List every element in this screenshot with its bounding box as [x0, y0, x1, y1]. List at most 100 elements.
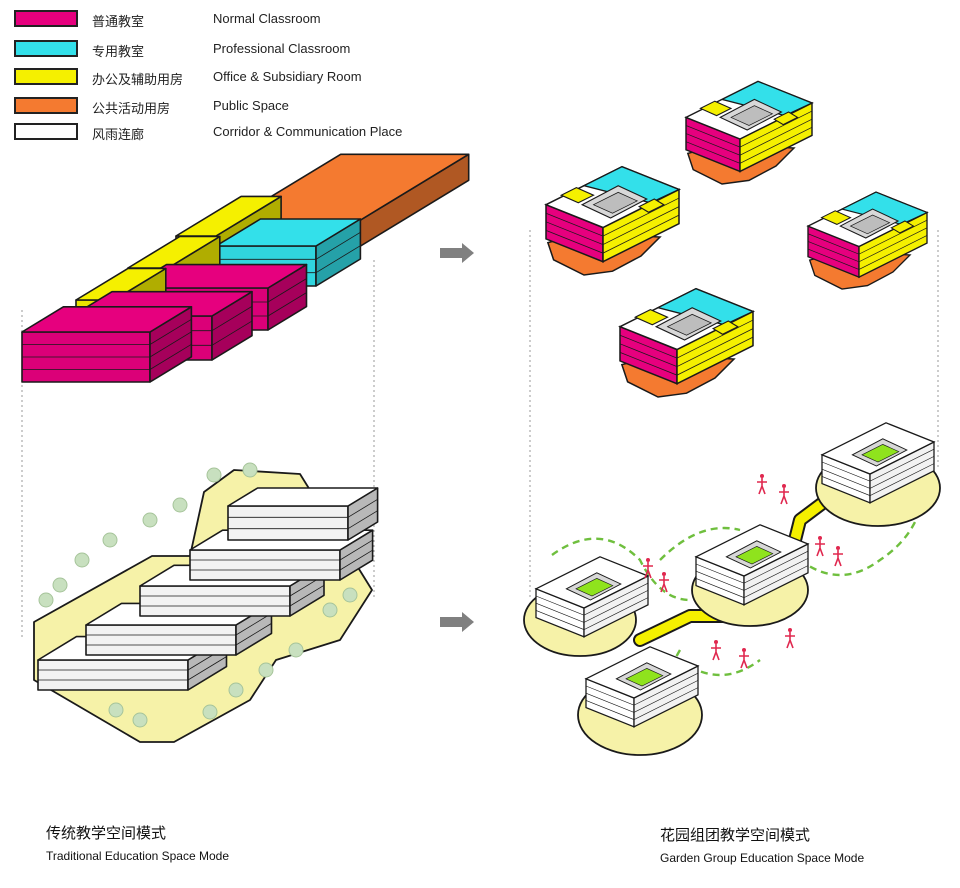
building-bar	[227, 487, 379, 541]
legend-item-corridor: 风雨连廊 Corridor & Communication Place	[14, 121, 454, 143]
legend-swatch	[14, 123, 78, 140]
office-wing	[699, 100, 733, 117]
traditional-program-massing	[21, 153, 470, 383]
caption-traditional-cn: 传统教学空间模式	[46, 824, 167, 842]
floor-line	[545, 206, 680, 246]
tree-icon	[38, 592, 54, 608]
courtyard-cluster	[694, 524, 810, 606]
garden-program-clusters	[544, 80, 929, 398]
floor-line	[535, 597, 649, 630]
tree-icon	[228, 682, 244, 698]
block-front-face	[37, 659, 189, 691]
floor-line	[807, 219, 928, 255]
person-head	[836, 546, 840, 550]
person-icon	[643, 562, 653, 579]
legend-item-normal-classroom: 普通教室 Normal Classroom	[14, 8, 454, 30]
legend-label-cn: 办公及辅助用房	[92, 73, 184, 88]
person-icon	[659, 576, 669, 593]
courtyard-floor	[730, 105, 774, 126]
floor-line	[821, 456, 935, 489]
courtyard-cluster	[820, 422, 936, 504]
floor-line	[695, 550, 809, 584]
garden-path	[551, 537, 691, 602]
block-front-face	[227, 505, 349, 541]
arrow-right-icon	[440, 612, 474, 632]
person-icon	[833, 550, 843, 567]
floor-line	[149, 343, 192, 370]
office-wing	[773, 111, 799, 126]
floor-line	[685, 118, 813, 156]
tree-icon	[142, 512, 158, 528]
floor-line	[695, 565, 809, 598]
floor-line	[619, 328, 754, 368]
block-top-face	[227, 487, 379, 507]
floor-line	[315, 231, 361, 260]
legend-swatch	[14, 68, 78, 85]
floor-line	[685, 126, 813, 164]
tree-icon	[258, 662, 274, 678]
tree-icon	[202, 704, 218, 720]
person-icon	[779, 488, 789, 505]
courtyard-floor	[666, 313, 713, 336]
floor-line	[821, 448, 935, 482]
office-wing	[559, 186, 595, 204]
garden-site-clusters	[523, 422, 941, 756]
block-front-face	[85, 624, 237, 656]
person-head	[742, 648, 746, 652]
courtyard-floor	[625, 668, 664, 687]
person-icon	[757, 478, 767, 495]
office-wing	[890, 220, 915, 234]
floor-line	[267, 278, 307, 303]
floor-line	[211, 320, 253, 346]
courtyard-cluster	[618, 287, 755, 398]
person-icon	[739, 652, 749, 669]
legend-label-cn: 风雨连廊	[92, 128, 145, 143]
person-icon	[711, 644, 721, 661]
person-icon	[815, 540, 825, 557]
floor-line	[235, 623, 272, 646]
person-head	[818, 536, 822, 540]
legend-item-public-space: 公共活动用房 Public Space	[14, 95, 454, 117]
courtyard-floor	[592, 191, 639, 214]
floor-line	[619, 336, 754, 376]
garden-path	[679, 659, 761, 677]
floor-line	[619, 319, 754, 359]
tree-icon	[342, 587, 358, 603]
floor-line	[339, 549, 373, 571]
tree-icon	[52, 577, 68, 593]
floor-line	[149, 318, 192, 345]
legend-item-office: 办公及辅助用房 Office & Subsidiary Room	[14, 66, 454, 88]
tree-icon	[172, 497, 188, 513]
tree-icon	[108, 702, 124, 718]
legend-item-professional-classroom: 专用教室 Professional Classroom	[14, 38, 454, 60]
floor-line	[339, 539, 373, 561]
floor-line	[235, 613, 272, 636]
courtyard-cluster	[684, 80, 814, 185]
caption-garden-cn: 花园组团教学空间模式	[660, 826, 811, 844]
legend-label-cn: 公共活动用房	[92, 102, 171, 117]
office-wing	[820, 210, 852, 225]
person-head	[646, 558, 650, 562]
tree-icon	[74, 552, 90, 568]
floor-line	[535, 590, 649, 623]
block-front-face	[139, 585, 291, 617]
tree-icon	[206, 467, 222, 483]
floor-line	[685, 110, 813, 148]
floor-line	[585, 680, 699, 713]
floor-line	[535, 582, 649, 616]
courtyard-floor	[849, 214, 891, 235]
floor-line	[315, 245, 361, 274]
person-head	[714, 640, 718, 644]
office-wing	[633, 308, 669, 326]
caption-garden: 花园组团教学空间模式 Garden Group Education Space …	[660, 824, 864, 865]
courtyard-cluster	[806, 191, 929, 290]
tree-icon	[242, 462, 258, 478]
office-wing	[711, 320, 739, 335]
tree-icon	[288, 642, 304, 658]
legend-swatch	[14, 97, 78, 114]
legend-swatch	[14, 10, 78, 27]
traditional-site-massing	[33, 462, 379, 743]
office-wing	[637, 198, 665, 213]
